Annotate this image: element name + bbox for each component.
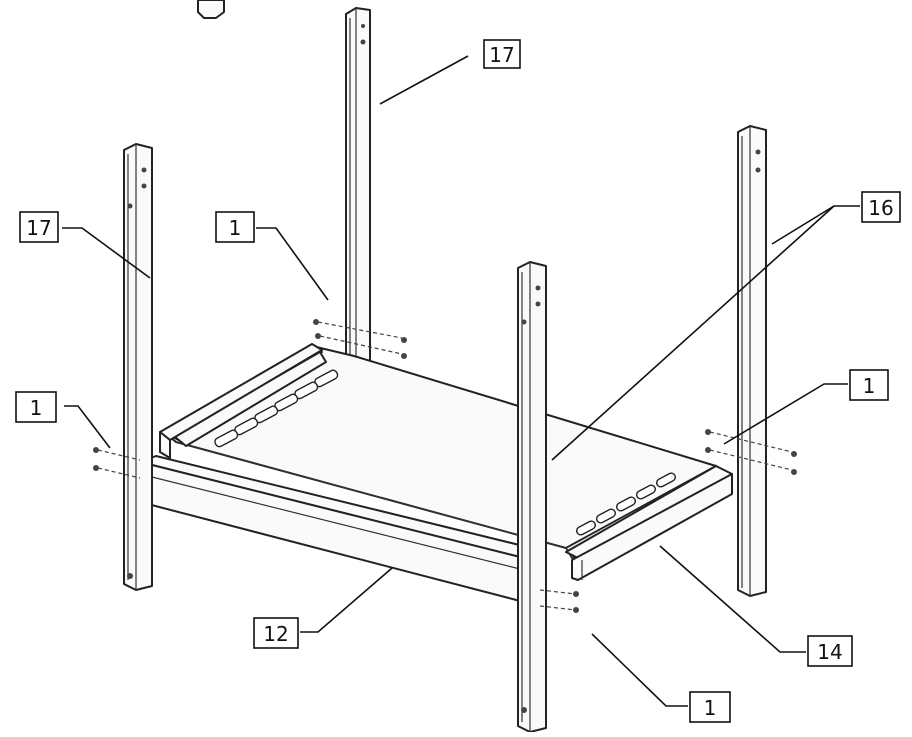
top-cap-part xyxy=(197,0,225,19)
callout-1-bottom-label: 1 xyxy=(704,696,717,720)
callout-1-bottom: 1 xyxy=(689,691,731,723)
callout-1-upper: 1 xyxy=(215,211,255,243)
bolts-back-right xyxy=(705,429,797,475)
shelf-slots-right xyxy=(576,472,676,536)
post-front-center xyxy=(517,261,547,733)
callout-1-right-label: 1 xyxy=(863,374,876,398)
post-front-left xyxy=(123,143,153,591)
callout-12: 12 xyxy=(253,617,299,649)
callout-16: 16 xyxy=(861,191,901,223)
callout-17-left-label: 17 xyxy=(26,216,51,240)
callout-16-label: 16 xyxy=(868,196,893,220)
callout-1-right: 1 xyxy=(849,369,889,401)
post-back-right xyxy=(737,125,767,597)
callout-17-top-label: 17 xyxy=(489,43,514,67)
callout-17-left: 17 xyxy=(19,211,59,243)
callout-17-top: 17 xyxy=(483,39,521,69)
leader-lines xyxy=(62,55,860,707)
side-rail-right xyxy=(565,465,733,581)
post-back-center xyxy=(345,7,371,377)
callout-1-left: 1 xyxy=(15,391,57,423)
callout-12-label: 12 xyxy=(263,622,288,646)
bolts-front-center xyxy=(539,589,579,613)
callout-1-left-label: 1 xyxy=(30,396,43,420)
side-rail-left xyxy=(159,343,323,459)
shelf-slots-left xyxy=(214,369,339,448)
callout-1-upper-label: 1 xyxy=(229,216,242,240)
bolts-front-left xyxy=(93,447,141,479)
bolts-back-left xyxy=(313,319,407,359)
callout-14: 14 xyxy=(807,635,853,667)
callout-14-label: 14 xyxy=(817,640,842,664)
